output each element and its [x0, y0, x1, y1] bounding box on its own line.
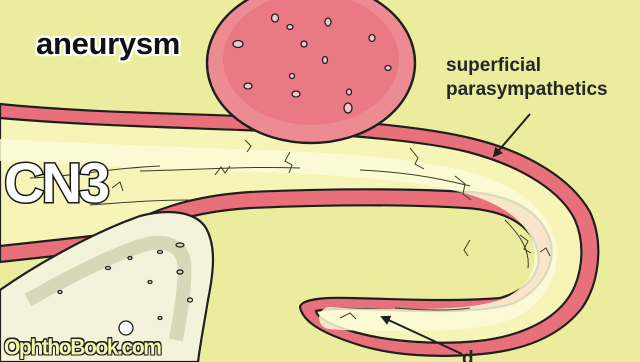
superficial-label-line1: superficial [446, 55, 541, 77]
deep-label-partial: d [462, 348, 474, 362]
cn3-label: CN3 [4, 150, 107, 215]
aneurysm-sac [207, 0, 415, 143]
watermark: OphthoBook.com [4, 335, 161, 360]
aneurysm-label: aneurysm [36, 26, 180, 62]
superficial-label-line2: parasympathetics [446, 79, 608, 101]
